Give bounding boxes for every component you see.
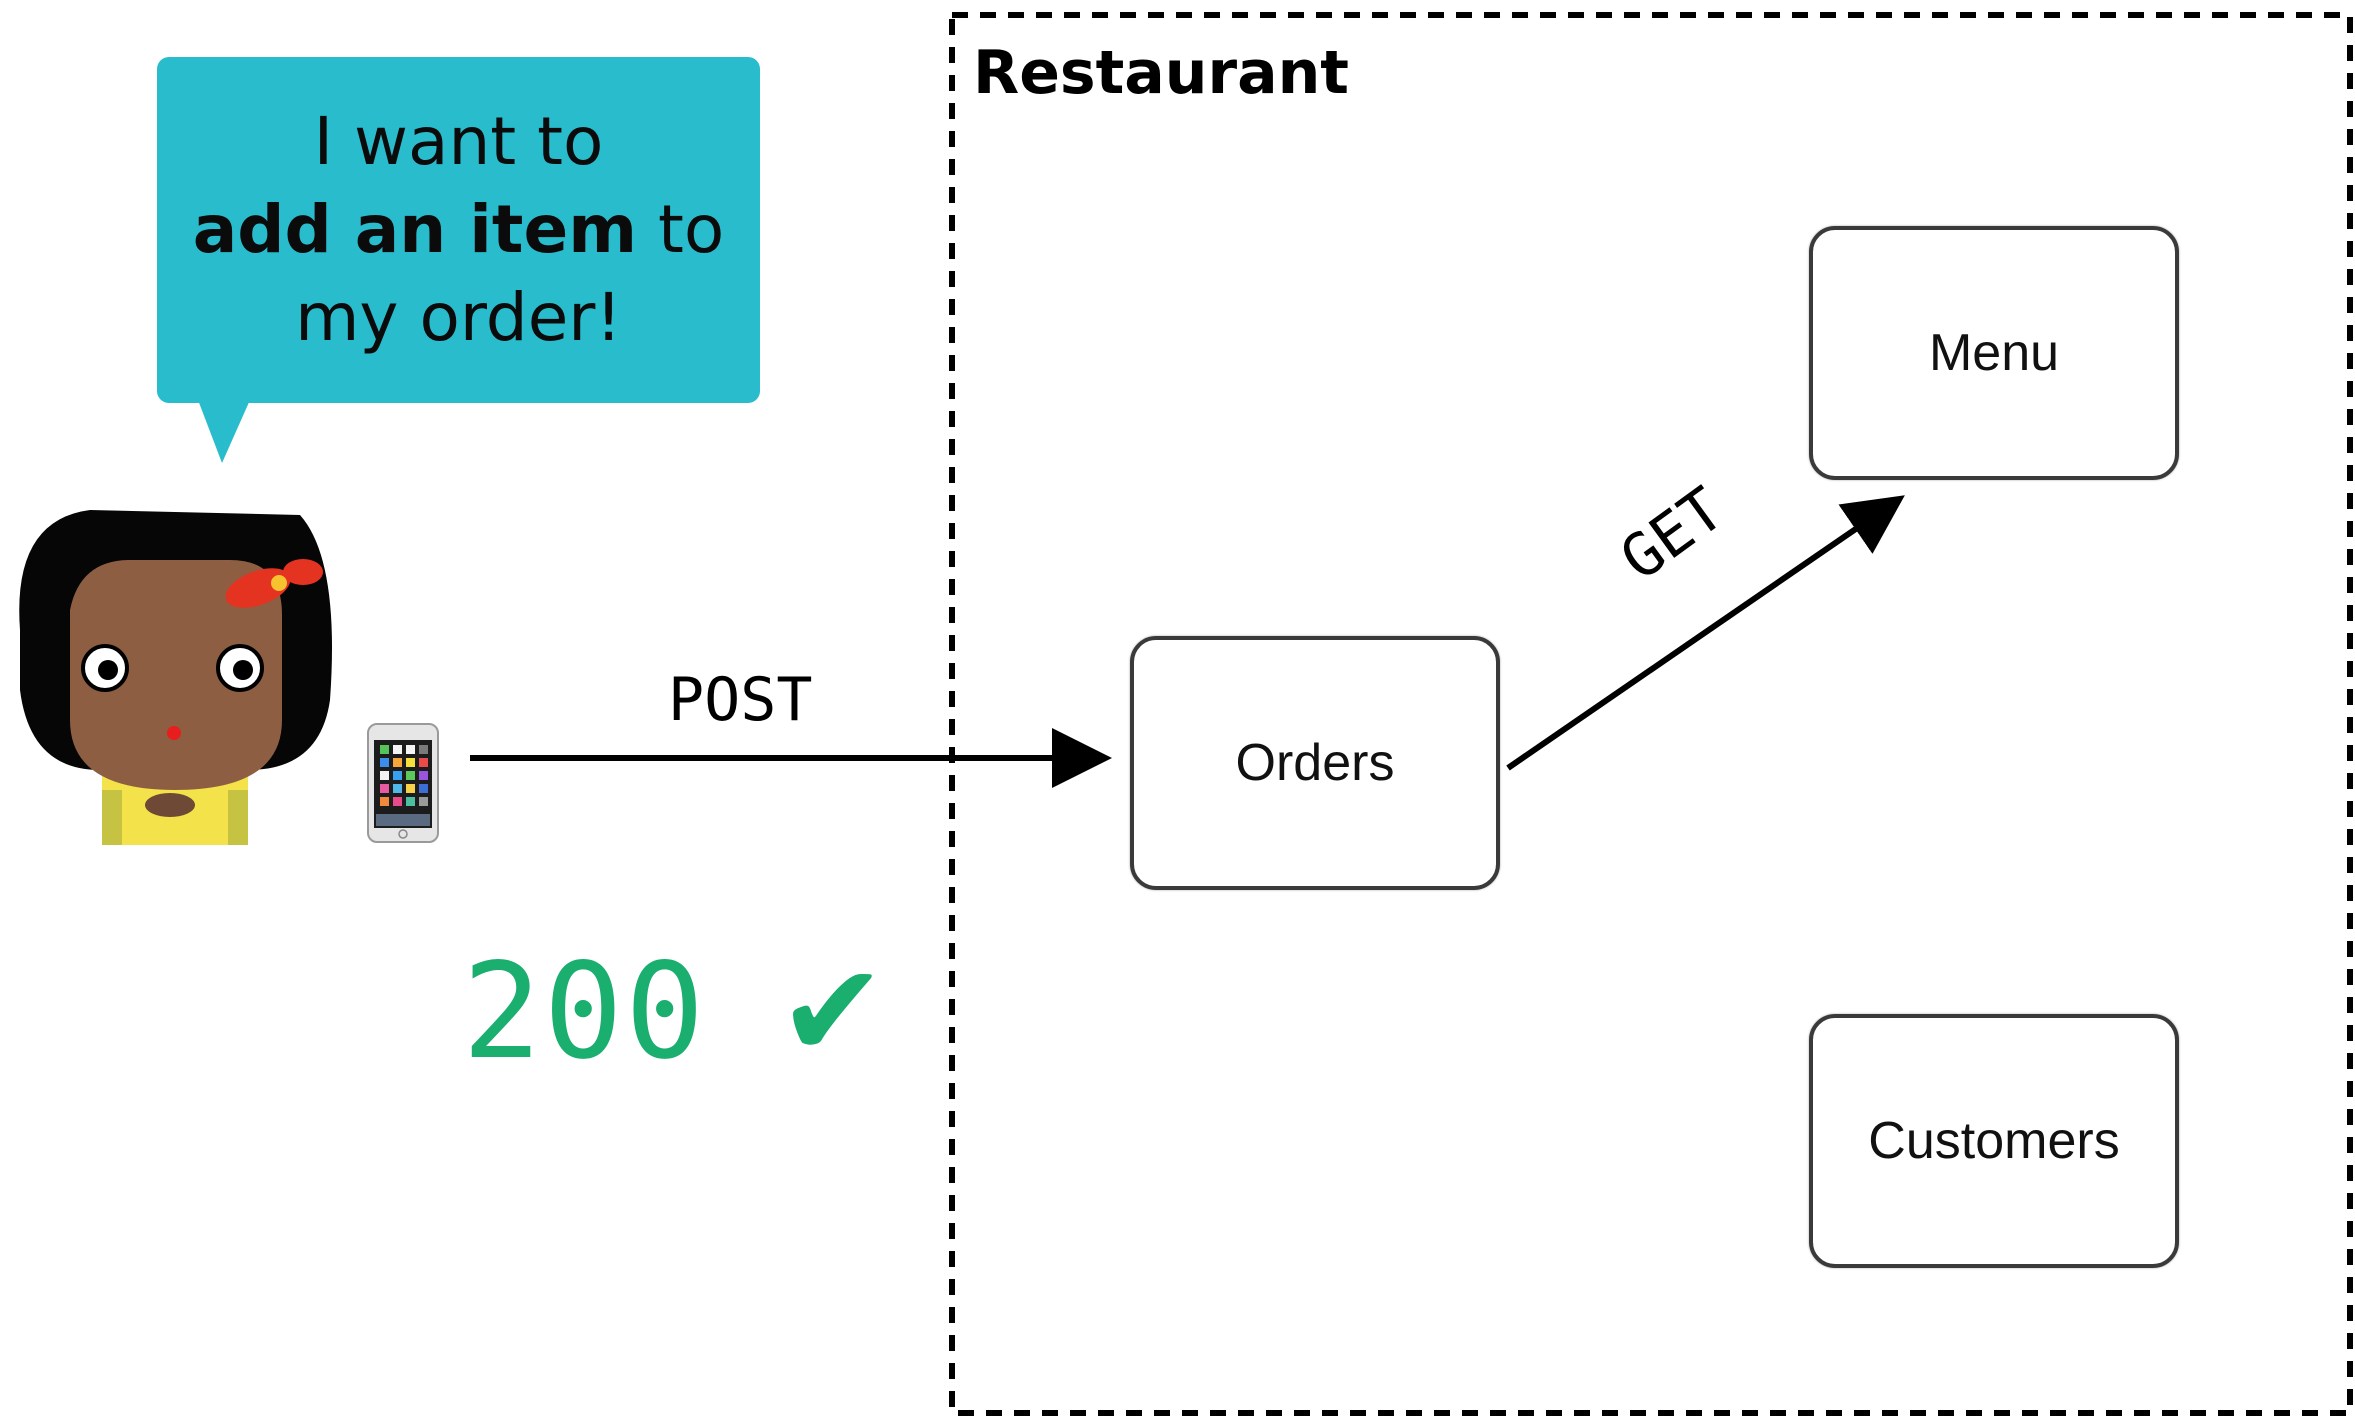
speech-bold-text: add an item [192, 191, 637, 268]
get-arrow [1506, 495, 1905, 771]
post-label: POST [668, 665, 813, 735]
speech-bubble-text: I want to add an item to my order! [157, 57, 760, 403]
restaurant-label: Restaurant [973, 38, 1349, 108]
smartphone-icon [367, 723, 439, 843]
status-code: 200 [462, 935, 707, 1089]
menu-service-box: Menu [1809, 226, 2179, 480]
user-avatar-icon [19, 510, 333, 845]
speech-line-1: I want to [313, 103, 604, 180]
speech-bubble [157, 57, 760, 463]
check-mark-icon: ✔ [778, 935, 887, 1087]
orders-service-box: Orders [1130, 636, 1500, 890]
speech-line-3: my order! [295, 279, 622, 356]
speech-line-2-rest: to [636, 191, 725, 268]
customers-service-box: Customers [1809, 1014, 2179, 1268]
speech-line-2: add an item to [193, 186, 724, 274]
